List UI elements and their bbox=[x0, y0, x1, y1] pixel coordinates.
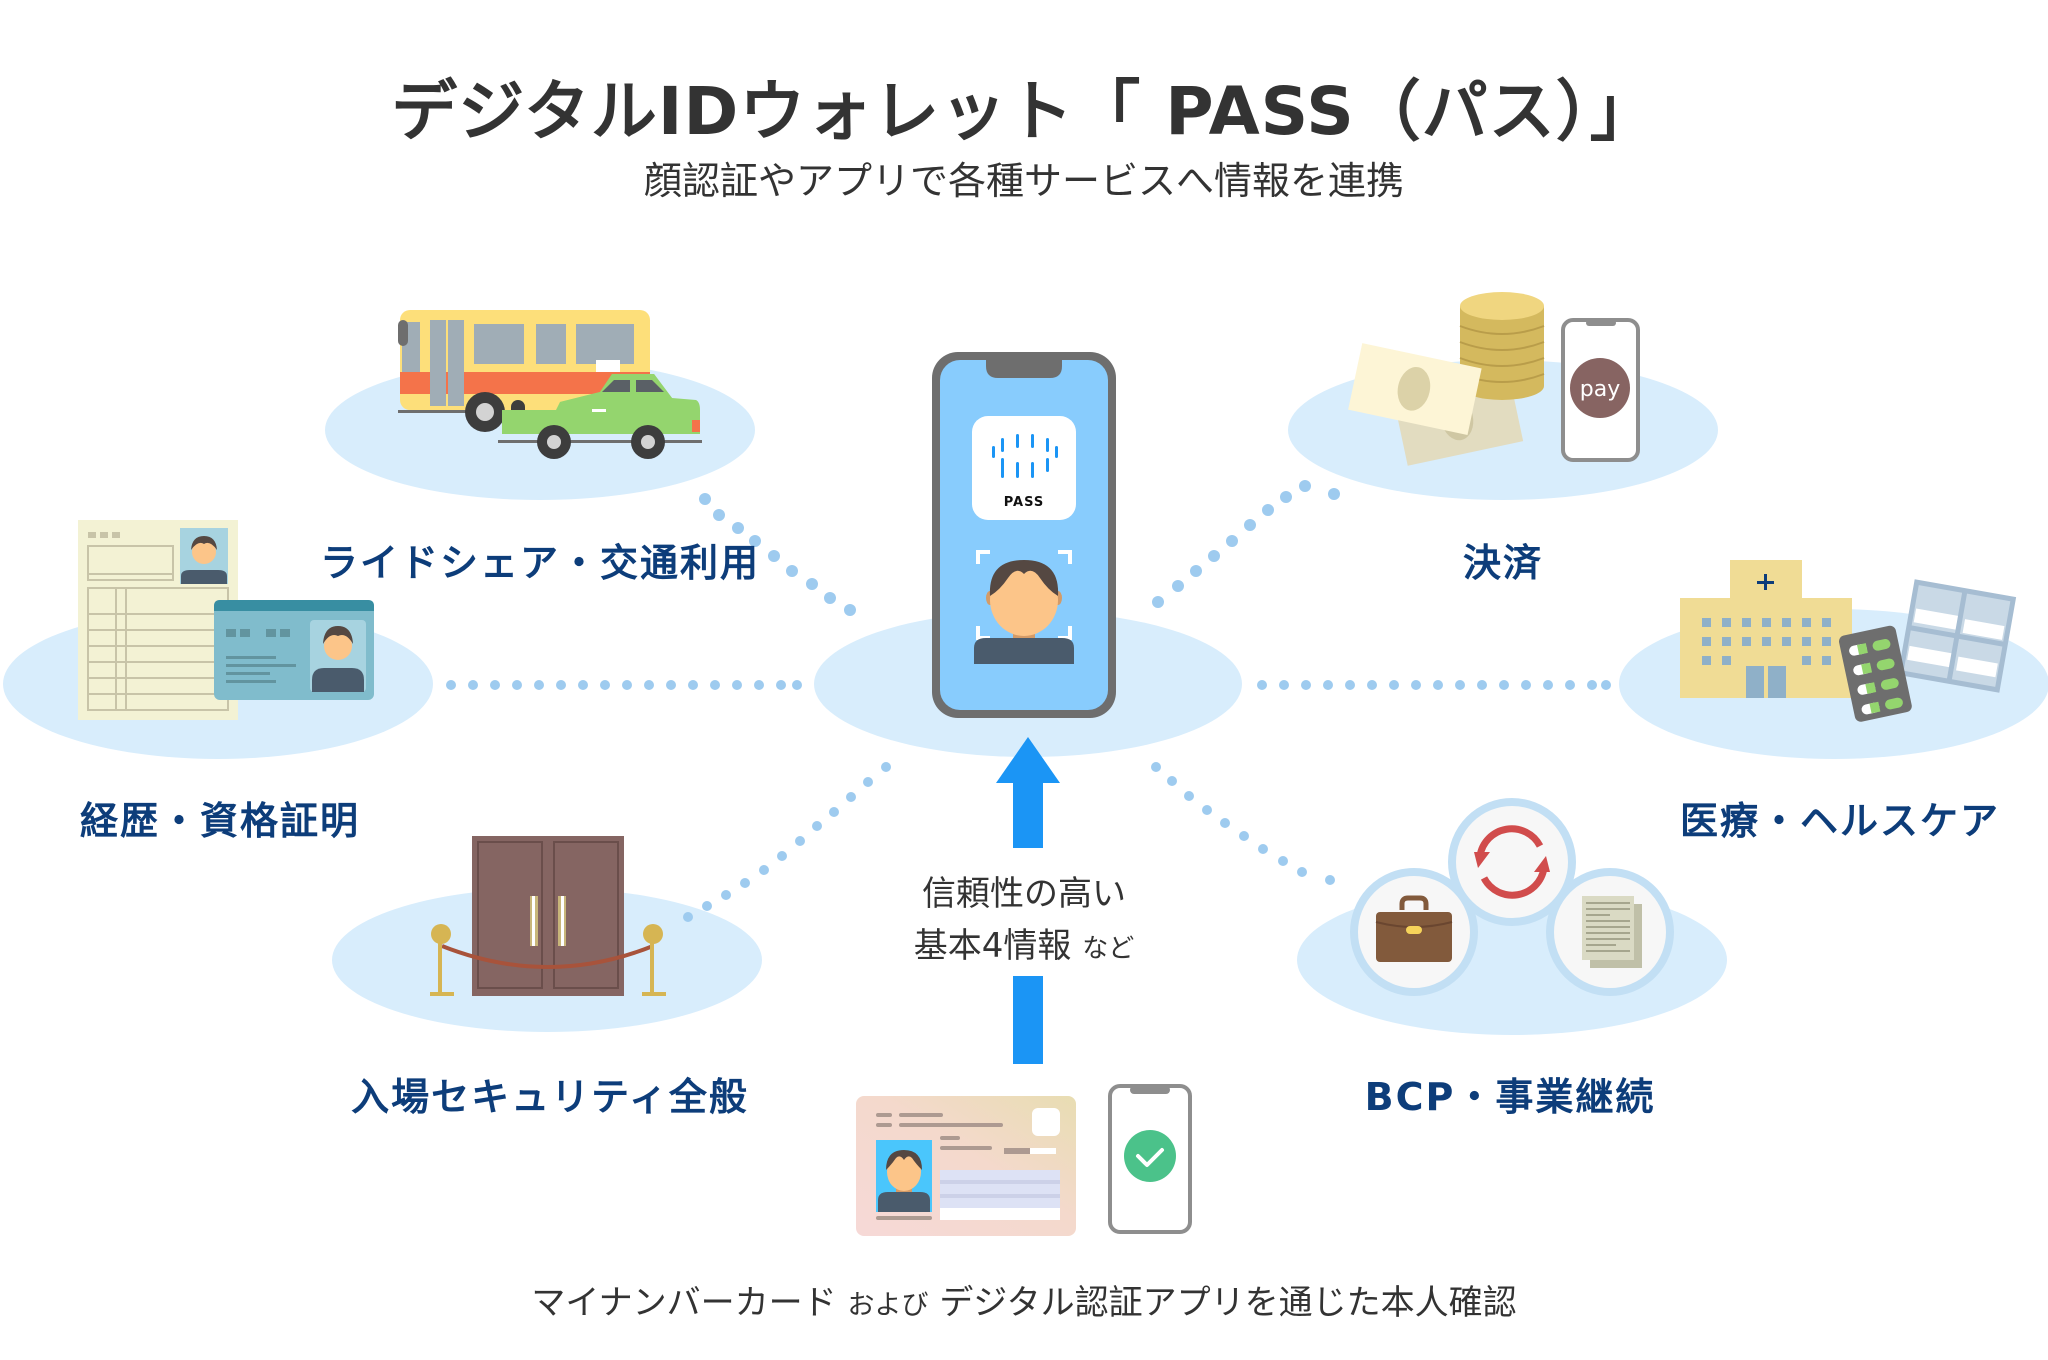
core-info-suffix: など bbox=[1082, 934, 1135, 964]
face-scan-icon bbox=[974, 550, 1074, 664]
door-rope-icon bbox=[430, 836, 666, 996]
connector-dots bbox=[446, 480, 1611, 922]
core-info-text: 信頼性の高い 基本4情報 など bbox=[824, 868, 1224, 975]
upward-arrow bbox=[996, 737, 1060, 1064]
connector-bcp bbox=[1151, 762, 1335, 885]
idcard-icon bbox=[214, 600, 374, 700]
label-career: 経歴・資格証明 bbox=[79, 799, 360, 843]
label-bcp: BCP・事業継続 bbox=[1364, 1075, 1656, 1119]
central-phone: PASS bbox=[932, 352, 1116, 718]
label-payment: 決済 bbox=[1462, 541, 1543, 585]
verified-phone-icon bbox=[1108, 1084, 1192, 1234]
documents-circle-icon bbox=[1546, 868, 1674, 996]
page-title: デジタルIDウォレット「 PASS（パス）」 bbox=[391, 73, 1657, 150]
label-healthcare: 医療・ヘルスケア bbox=[1679, 799, 2000, 843]
footer-part2: デジタル認証アプリを通じた本人確認 bbox=[939, 1283, 1517, 1323]
sync-circle-icon bbox=[1448, 798, 1576, 926]
bus-taxi-icon bbox=[398, 310, 702, 459]
footer-and: および bbox=[847, 1290, 929, 1321]
connector-payment bbox=[1152, 480, 1340, 608]
pass-app-label: PASS bbox=[1004, 495, 1045, 510]
label-security: 入場セキュリティ全般 bbox=[351, 1075, 749, 1119]
resume-icon bbox=[78, 520, 238, 720]
connector-rideshare bbox=[699, 493, 856, 616]
core-info-main: 基本4情報 bbox=[913, 926, 1072, 966]
checkmark-icon bbox=[1136, 1148, 1164, 1167]
label-rideshare: ライドシェア・交通利用 bbox=[319, 541, 760, 585]
hospital-medicine-icon bbox=[1680, 560, 2017, 722]
connector-career bbox=[446, 680, 802, 690]
pill-pack-icon bbox=[1838, 625, 1912, 722]
briefcase-circle-icon bbox=[1350, 868, 1478, 996]
resume-idcard-icon bbox=[78, 520, 374, 720]
core-info-line1: 信頼性の高い bbox=[922, 874, 1126, 914]
bill-icon-front bbox=[1348, 343, 1482, 435]
pass-app-icon: PASS bbox=[972, 416, 1076, 520]
core-info-line2: 基本4情報 など bbox=[824, 920, 1224, 975]
mynumber-card-icon bbox=[856, 1096, 1076, 1236]
rope-barrier-icon bbox=[430, 924, 666, 996]
hospital-building-icon bbox=[1680, 560, 1852, 698]
footer-caption: マイナンバーカード および デジタル認証アプリを通じた本人確認 bbox=[0, 1275, 2048, 1324]
chart-sheet-icon bbox=[1897, 579, 2017, 693]
connector-security bbox=[683, 762, 891, 922]
pay-phone-icon: pay bbox=[1561, 318, 1640, 462]
double-door-icon bbox=[472, 836, 624, 996]
briefcase-sync-docs-icon bbox=[1350, 798, 1674, 996]
connector-healthcare bbox=[1257, 680, 1611, 690]
bus-icon bbox=[398, 310, 650, 432]
taxi-icon bbox=[498, 360, 702, 459]
page-subtitle: 顔認証やアプリで各種サービスへ情報を連携 bbox=[643, 159, 1404, 203]
footer-part1: マイナンバーカード bbox=[531, 1283, 837, 1323]
money-pay-icon: pay bbox=[1348, 292, 1640, 466]
pay-text: pay bbox=[1580, 377, 1620, 402]
check-circle-icon bbox=[1124, 1130, 1176, 1182]
